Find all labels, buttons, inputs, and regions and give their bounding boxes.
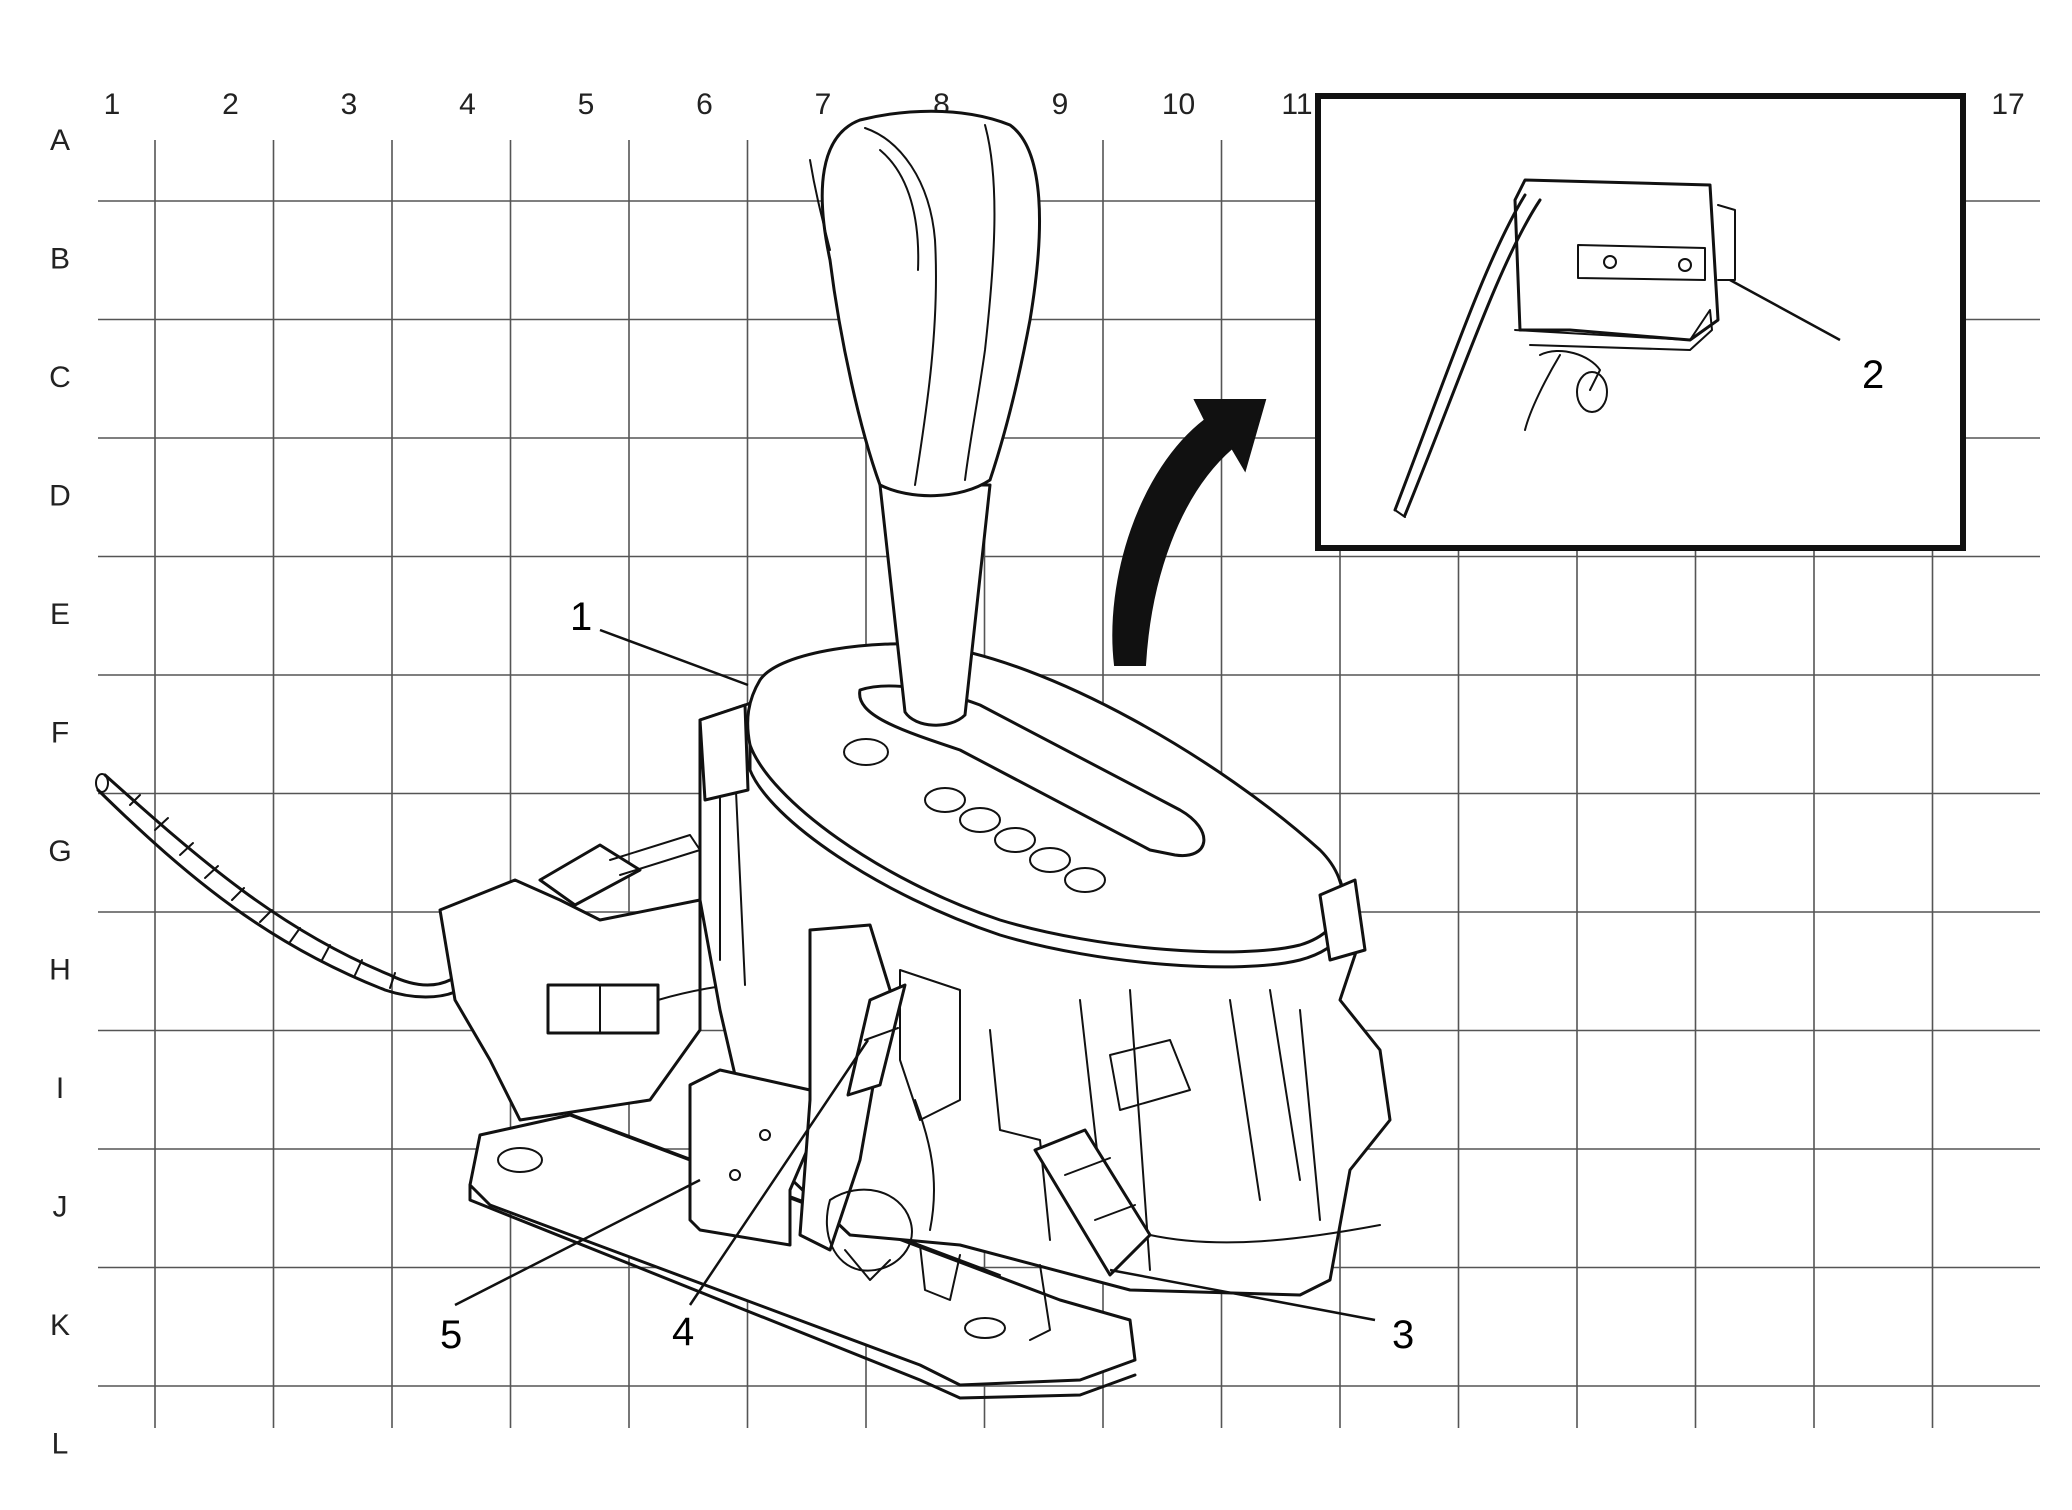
mounting-hole-right [964,1317,1006,1339]
row-label: K [50,1309,70,1342]
column-label: 4 [459,88,476,121]
callout-3: 3 [1392,1313,1414,1357]
leader-4 [688,1039,870,1306]
row-label: A [50,124,70,157]
row-label: G [48,835,71,868]
base-plate-edge [468,1183,1137,1400]
shifter-assembly [95,109,1392,1400]
row-label: I [56,1072,64,1105]
module-box [688,1068,822,1247]
callout-5: 5 [440,1313,462,1357]
column-label: 3 [341,88,358,121]
callout-1: 1 [570,595,592,639]
row-label: B [50,243,70,276]
leader-1 [599,628,749,687]
left-connector [546,983,660,1035]
column-label: 11 [1281,88,1312,121]
shift-knob [820,109,1042,498]
inset-detail [1315,93,1966,551]
harness-wrap [129,794,396,989]
column-label: 10 [1162,88,1195,121]
row-label: C [49,361,71,394]
base-plate [468,1113,1137,1387]
column-label: 7 [815,88,832,121]
bezel-hole [843,738,889,766]
row-label: D [49,480,71,513]
mounting-hole-left [497,1147,543,1173]
shift-lever [878,483,992,727]
leader-2 [1729,278,1841,342]
column-label: 6 [696,88,713,121]
inset-wire [1403,198,1542,517]
column-label: 9 [1052,88,1069,121]
callout-4: 4 [672,1310,694,1354]
row-label: F [51,717,69,750]
row-label: E [50,598,70,631]
column-label: 5 [578,88,595,121]
indicator-p [924,787,966,813]
row-label: J [53,1191,68,1224]
column-label: 1 [104,88,121,121]
indicator-d [1029,847,1071,873]
row-label: L [52,1428,69,1461]
connector-4 [846,983,907,1097]
column-label: 2 [222,88,239,121]
indicator-m [1064,867,1106,893]
leader-5 [454,1178,701,1307]
curved-arrow [1112,399,1267,666]
callout-2: 2 [1862,353,1884,397]
leader-3 [1109,1268,1376,1322]
row-label: H [49,954,71,987]
wiring-harness [103,773,452,987]
indicator-n [994,827,1036,853]
column-label: 17 [1991,88,2024,121]
row-labels: A B C D E F G H I J K L [48,124,71,1461]
indicator-r [959,807,1001,833]
